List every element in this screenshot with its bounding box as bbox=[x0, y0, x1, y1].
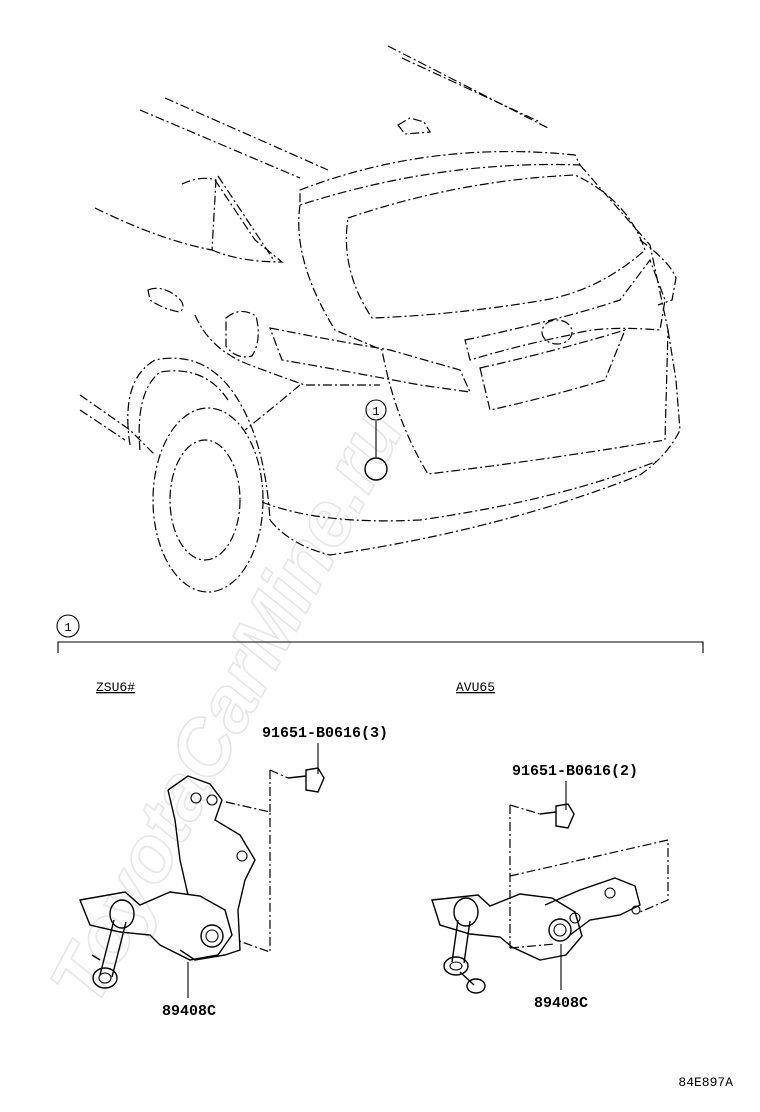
height-sensor-assembly bbox=[79, 767, 325, 989]
variant-model-label: AVU65 bbox=[456, 680, 495, 695]
variant-model-label: ZSU6# bbox=[96, 680, 135, 695]
section-callout: 1 bbox=[56, 614, 80, 638]
sensor-part-number: 89408C bbox=[534, 995, 588, 1012]
bolt-part-number: 91651-B0616(3) bbox=[262, 725, 388, 742]
location-callout-number: 1 bbox=[372, 405, 379, 419]
sensor-part-number: 89408C bbox=[162, 1003, 216, 1020]
vehicle-rear-illustration bbox=[79, 45, 681, 593]
location-callout: 1 bbox=[365, 399, 387, 421]
bolt-part-number: 91651-B0616(2) bbox=[512, 763, 638, 780]
height-sensor-assembly bbox=[431, 803, 669, 994]
figure-code: 84E897A bbox=[678, 1075, 733, 1090]
section-bracket bbox=[57, 641, 704, 653]
section-callout-number: 1 bbox=[64, 621, 71, 635]
